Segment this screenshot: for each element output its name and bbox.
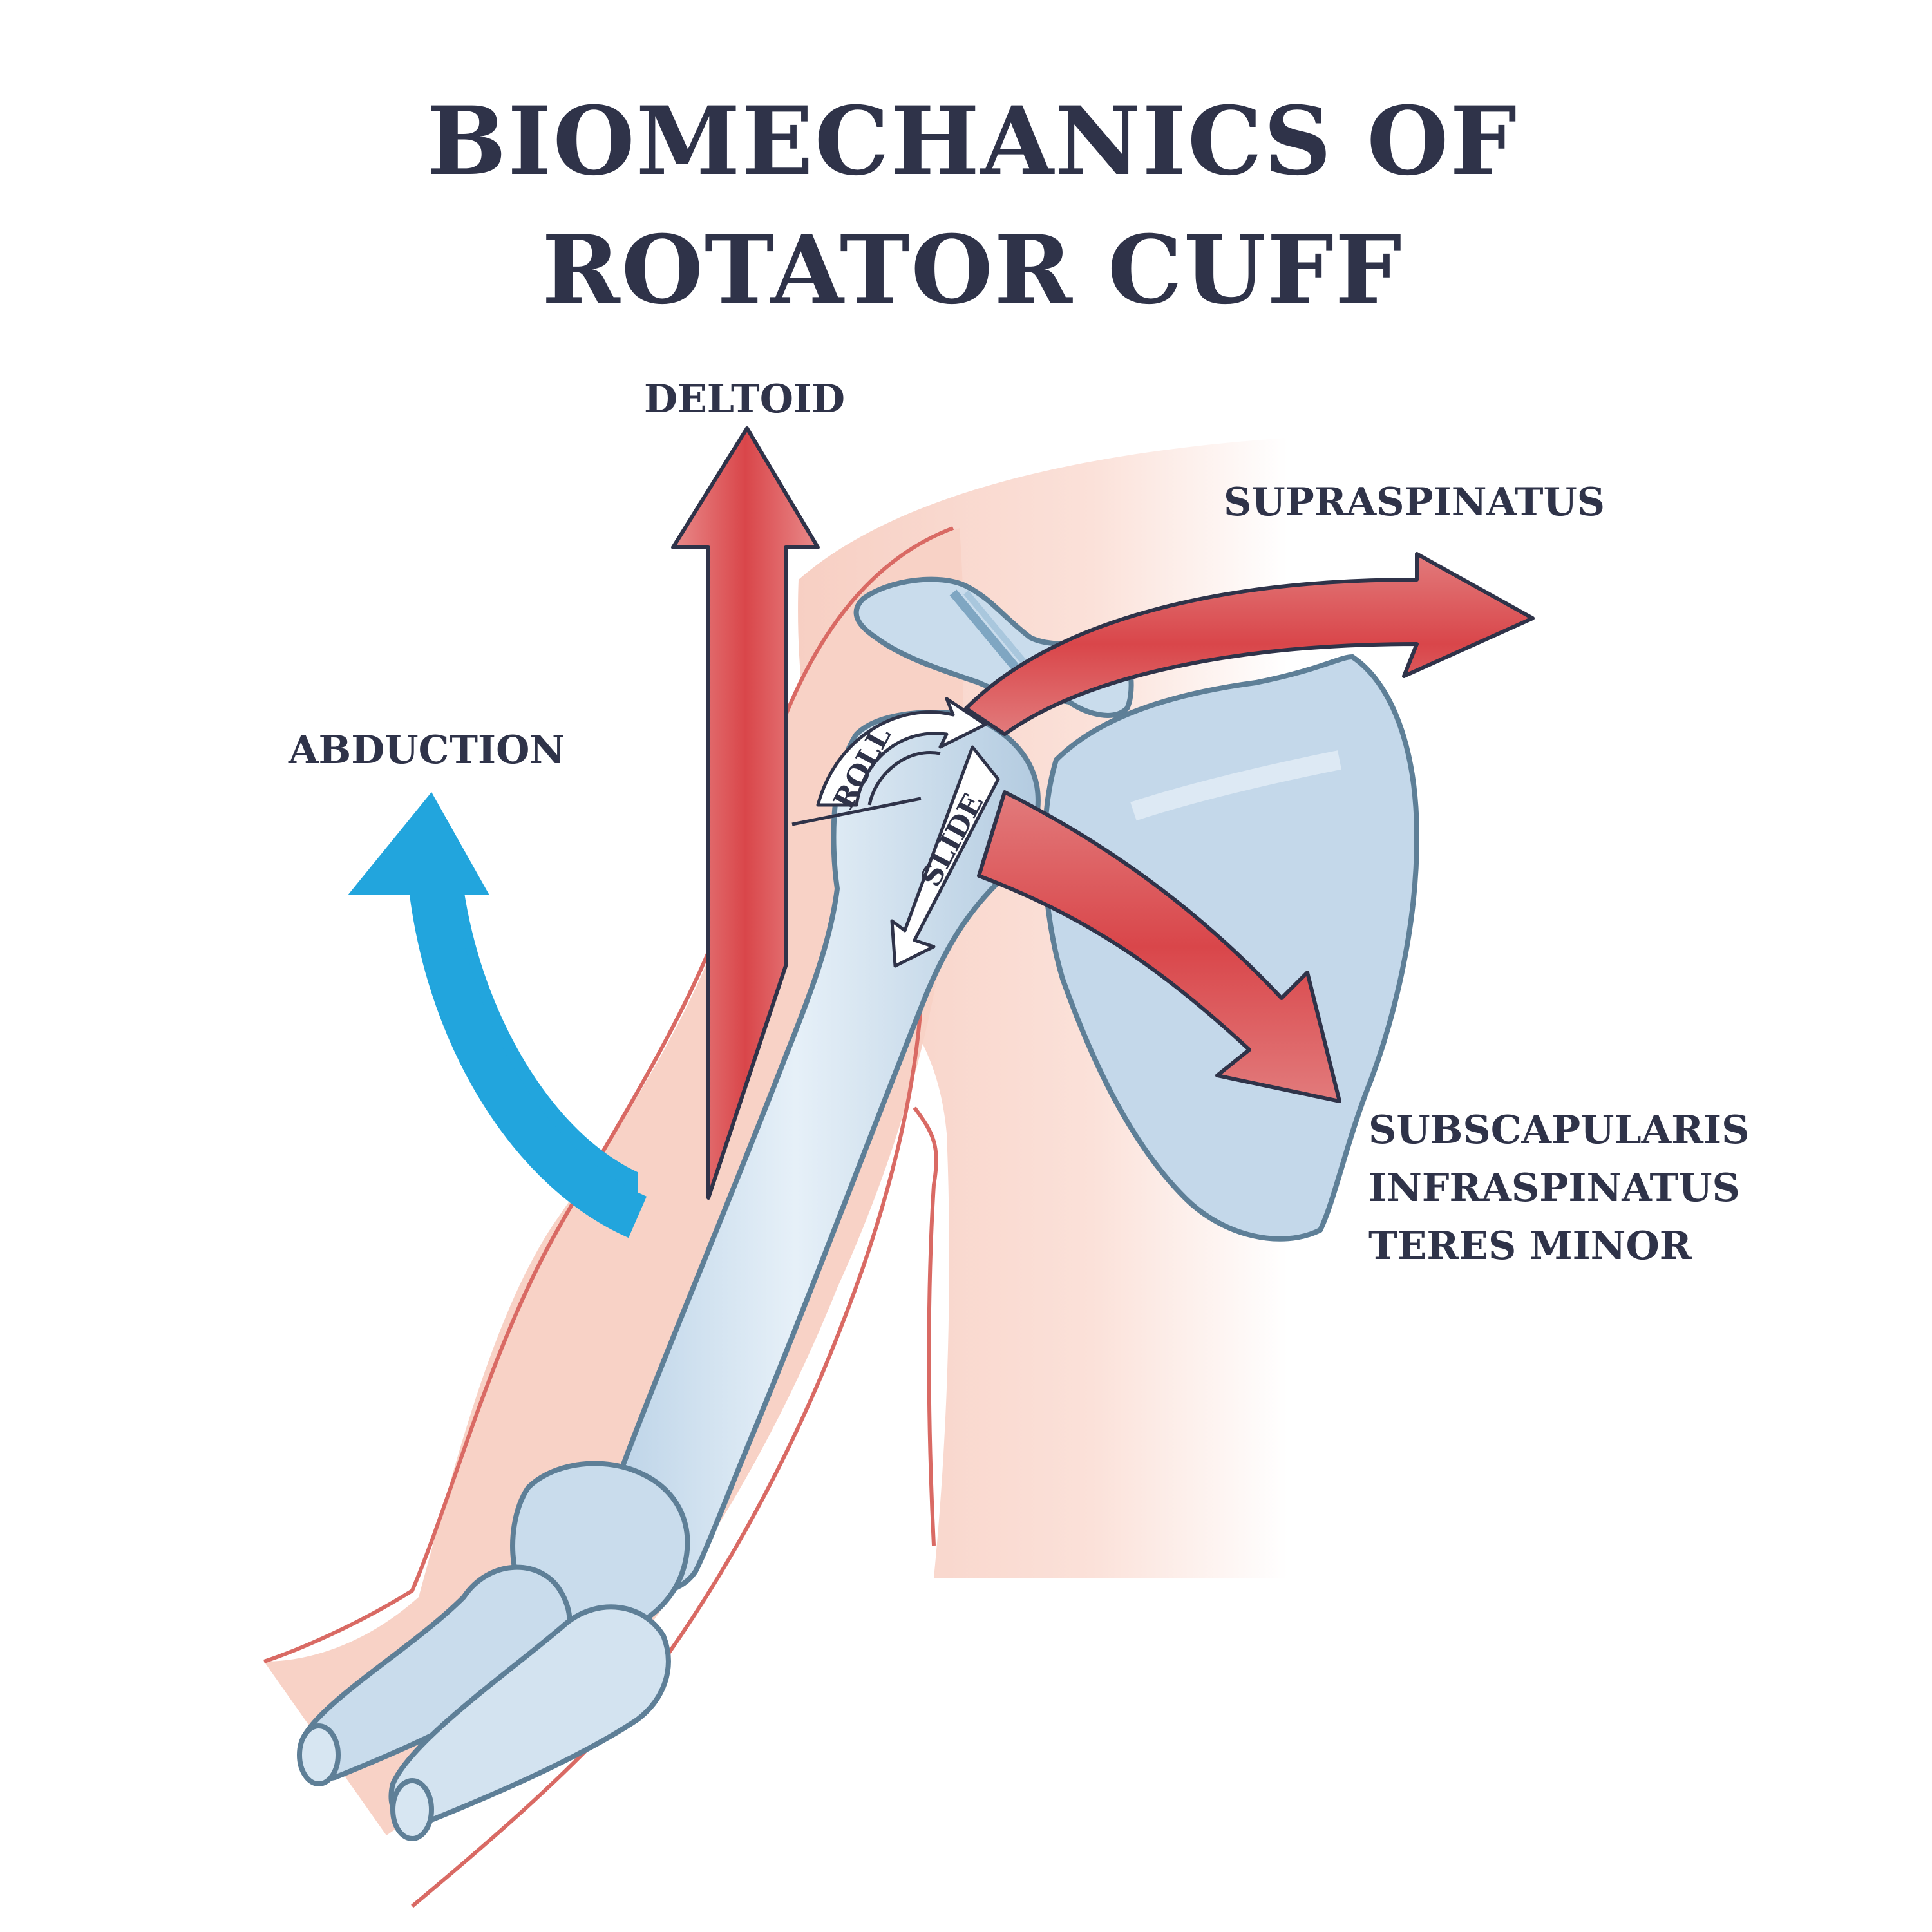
page-title-line-1: BIOMECHANICS OF xyxy=(427,86,1518,196)
supraspinatus-label: SUPRASPINATUS xyxy=(1224,480,1605,525)
page-title-line-2: ROTATOR CUFF xyxy=(542,215,1403,325)
humerus-bone xyxy=(594,710,1041,1596)
forearm-bones xyxy=(297,1461,690,1841)
deltoid-arrow xyxy=(671,426,820,1200)
subscapularis-label: SUBSCAPULARIS xyxy=(1368,1108,1749,1153)
roll-arrow xyxy=(791,697,987,826)
deltoid-label: DELTOID xyxy=(644,377,845,422)
subscapularis-group-arrow xyxy=(977,790,1341,1103)
slide-arrow xyxy=(890,745,1000,968)
skin-outline-axilla xyxy=(913,1106,938,1546)
teres-minor-label: TERES MINOR xyxy=(1368,1224,1692,1269)
infraspinatus-label: INFRASPINATUS xyxy=(1368,1166,1740,1211)
abduction-label: ABDUCTION xyxy=(288,728,565,773)
supraspinatus-arrow xyxy=(964,552,1535,736)
skin-outline-lower-arm xyxy=(411,1004,923,1908)
abduction-arrow xyxy=(348,792,647,1238)
